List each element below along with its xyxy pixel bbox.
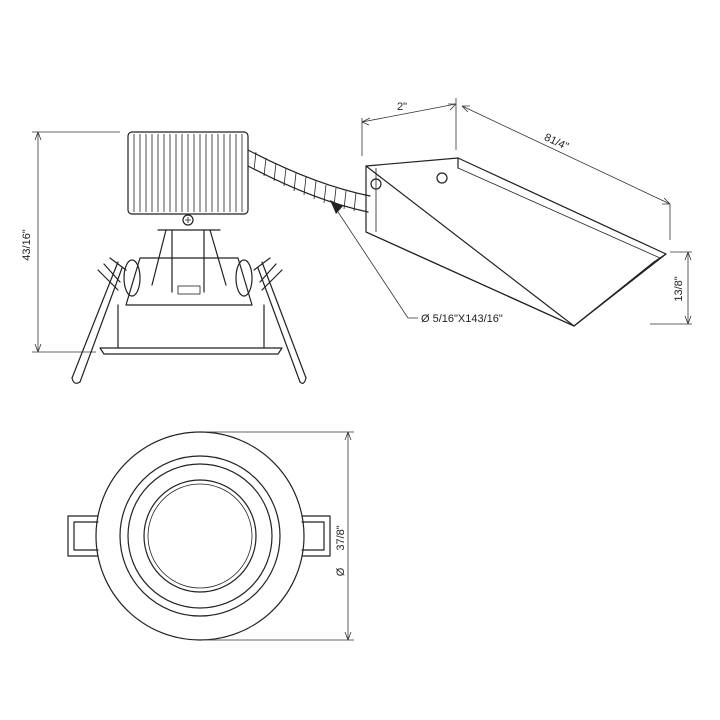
height-dimension: 43/16" <box>21 131 120 353</box>
box-length-label: 81/4" <box>542 131 570 153</box>
mounting-bracket <box>151 229 227 293</box>
diameter-label: 37/8" <box>335 525 347 550</box>
fixture-top-view <box>67 431 331 641</box>
diameter-dimension: Ø 37/8" <box>204 431 354 641</box>
housing <box>125 257 253 306</box>
knockout-icon <box>370 178 382 190</box>
conduit-label: Ø 5/16"X143/16" <box>421 313 503 325</box>
box-height-dimension: 13/8" <box>650 251 692 325</box>
aperture <box>143 479 257 593</box>
screw-icon <box>182 214 194 226</box>
spring-clip-left <box>71 257 127 383</box>
heat-sink <box>127 131 249 215</box>
flex-conduit <box>247 149 371 213</box>
spring-clip-right <box>253 257 307 383</box>
clip-tab-left <box>67 515 99 557</box>
box-width-dimension: 2" <box>361 98 457 156</box>
clip-tab-right <box>301 515 331 557</box>
junction-box <box>365 157 667 327</box>
box-length-dimension: 81/4" <box>461 105 671 240</box>
height-label: 43/16" <box>21 229 33 261</box>
box-width-label: 2" <box>397 101 407 113</box>
conduit-leader: Ø 5/16"X143/16" <box>330 200 503 325</box>
box-height-label: 13/8" <box>673 276 685 301</box>
outer-trim <box>95 431 305 641</box>
diameter-symbol: Ø <box>335 567 347 576</box>
knockout-icon <box>436 172 448 184</box>
fixture-side-view <box>71 131 307 384</box>
leader-arrow-icon <box>330 200 343 214</box>
trim-ring <box>99 347 283 355</box>
